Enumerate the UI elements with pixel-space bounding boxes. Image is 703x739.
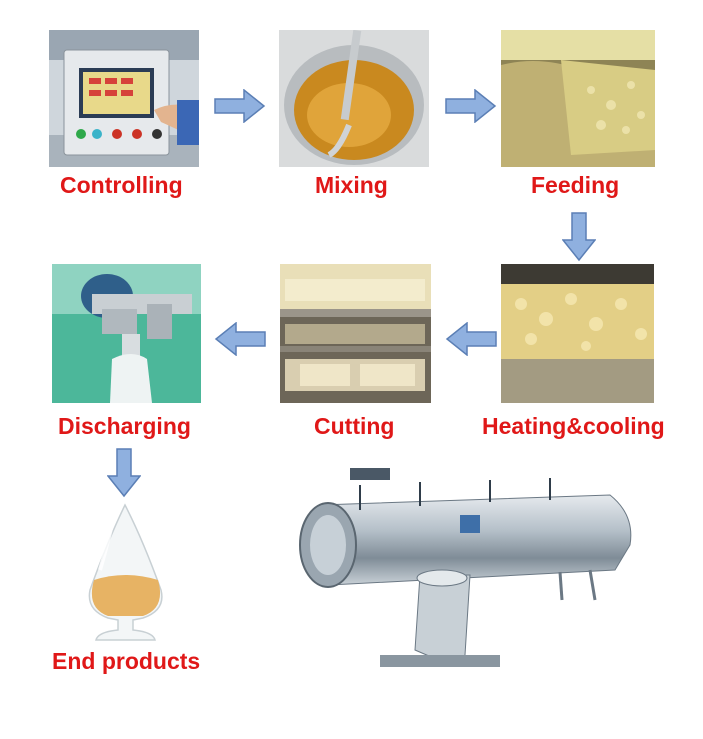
discharging-photo — [52, 264, 201, 403]
mixing-photo — [279, 30, 429, 167]
arrow-right-icon — [214, 89, 266, 123]
controlling-photo — [49, 30, 199, 167]
arrow-left-icon — [214, 322, 266, 356]
cutting-photo — [280, 264, 431, 403]
arrow-down-icon — [562, 212, 596, 262]
arrow-right-icon — [445, 89, 497, 123]
step-label-mixing: Mixing — [315, 172, 388, 198]
arrow-left-icon — [445, 322, 497, 356]
step-label-controlling: Controlling — [60, 172, 183, 198]
step-label-heating-cooling: Heating&cooling — [482, 413, 665, 439]
end-products-photo — [78, 500, 173, 645]
step-label-end-products: End products — [52, 648, 201, 674]
step-label-cutting: Cutting — [314, 413, 395, 439]
arrow-down-icon — [107, 448, 141, 498]
feeding-photo — [501, 30, 655, 167]
heating-cooling-photo — [501, 264, 654, 403]
step-label-feeding: Feeding — [531, 172, 620, 198]
machine-photo — [290, 460, 640, 685]
step-label-discharging: Discharging — [58, 413, 191, 439]
